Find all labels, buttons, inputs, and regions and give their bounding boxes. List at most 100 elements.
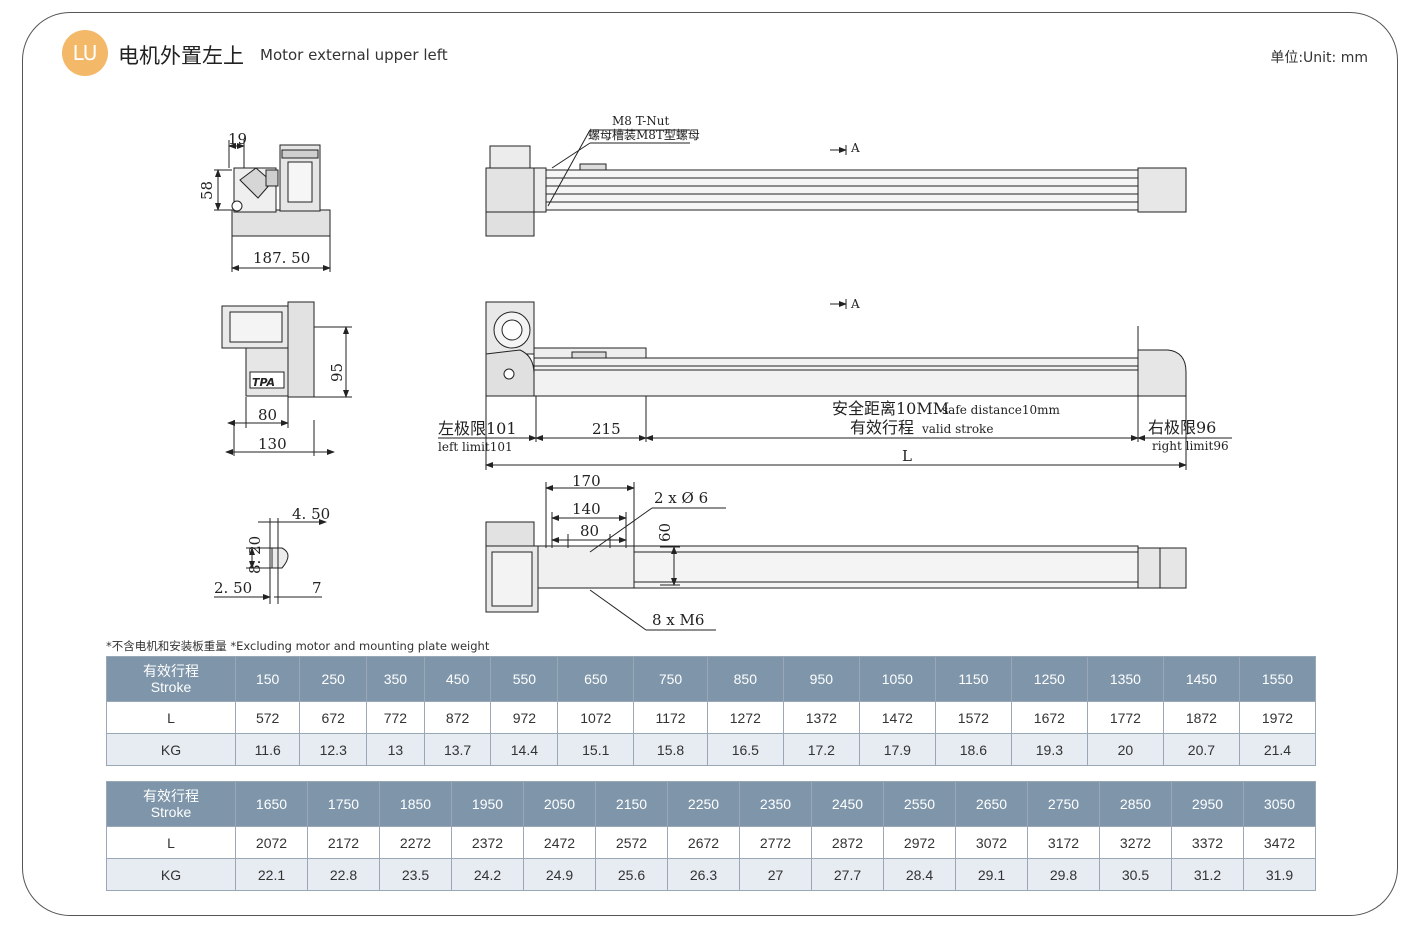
table-cell-stroke: 2550 (883, 781, 956, 827)
table-cell-l: 1972 (1238, 701, 1317, 734)
right-limit-cn: 右极限96 (1148, 418, 1216, 437)
table-cell-kg: 24.2 (451, 858, 524, 891)
table-cell-kg: 17.2 (782, 733, 860, 766)
stroke-cn: 有效行程 (850, 418, 914, 437)
m6-label: 8 x M6 (652, 611, 704, 629)
table-cell-l: 2172 (307, 826, 380, 859)
dim-8-20: 8. 20 (246, 536, 264, 574)
row-label-L: L (106, 701, 236, 734)
table-cell-kg: 30.5 (1099, 858, 1172, 891)
table-cell-stroke: 2150 (595, 781, 668, 827)
row-label-KG: KG (106, 733, 236, 766)
table-cell-stroke: 1150 (934, 656, 1012, 702)
table-cell-l: 872 (423, 701, 492, 734)
dim-80-top: 80 (580, 522, 599, 540)
end-view-top (214, 140, 331, 272)
unit-label: 单位:Unit: mm (1270, 50, 1368, 66)
dim-19: 19 (228, 130, 247, 148)
table-cell-stroke: 2650 (955, 781, 1028, 827)
section-a-middle: A (850, 297, 860, 311)
dim-130: 130 (258, 435, 287, 453)
tnut-en-label: M8 T-Nut (612, 114, 669, 128)
table-cell-l: 1372 (782, 701, 860, 734)
table-cell-stroke: 150 (234, 656, 301, 702)
table-cell-stroke: 2350 (739, 781, 812, 827)
table-cell-stroke: 2750 (1027, 781, 1100, 827)
table-cell-stroke: 2950 (1171, 781, 1244, 827)
right-limit-en: right limit96 (1152, 439, 1229, 453)
dim-2-50: 2. 50 (214, 579, 252, 597)
table-cell-l: 2772 (739, 826, 812, 859)
table-cell-stroke: 450 (423, 656, 492, 702)
lu-badge: LU (62, 30, 108, 76)
table-cell-stroke: 1450 (1162, 656, 1240, 702)
table-cell-kg: 25.6 (595, 858, 668, 891)
table-cell-l: 1572 (934, 701, 1012, 734)
table-cell-l: 2972 (883, 826, 956, 859)
table-cell-kg: 20 (1086, 733, 1164, 766)
table-cell-l: 1072 (557, 701, 635, 734)
table-cell-l: 3072 (955, 826, 1028, 859)
dim-80: 80 (258, 406, 277, 424)
table-cell-l: 2672 (667, 826, 740, 859)
table-cell-kg: 20.7 (1162, 733, 1240, 766)
tnut-cn-label: 螺母槽装M8T型螺母 (588, 128, 700, 142)
table-cell-l: 2072 (235, 826, 308, 859)
dim-187-50: 187. 50 (253, 249, 310, 267)
left-limit-en: left limit101 (438, 440, 513, 454)
table-cell-stroke: 1750 (307, 781, 380, 827)
dim-140: 140 (572, 500, 601, 518)
table-cell-kg: 31.2 (1171, 858, 1244, 891)
table-cell-kg: 21.4 (1238, 733, 1317, 766)
table-cell-stroke: 2250 (667, 781, 740, 827)
table-cell-stroke: 750 (633, 656, 708, 702)
row-label-KG: KG (106, 858, 236, 891)
row-label-stroke: 有效行程 Stroke (106, 781, 236, 827)
table-cell-stroke: 1050 (858, 656, 936, 702)
table-cell-kg: 15.8 (633, 733, 708, 766)
top-view-bottom (485, 482, 1187, 631)
table-cell-kg: 28.4 (883, 858, 956, 891)
table-cell-kg: 23.5 (379, 858, 452, 891)
technical-drawing: M8 T-Nut 螺母槽装M8T型螺母 A A 19 58 187. 50 95… (198, 114, 1232, 631)
table-cell-l: 672 (299, 701, 368, 734)
table-cell-kg: 22.1 (235, 858, 308, 891)
dim-215: 215 (592, 420, 621, 438)
table-cell-kg: 11.6 (234, 733, 301, 766)
weight-note: *不含电机和安装板重量 *Excluding motor and mountin… (106, 639, 490, 653)
table-cell-l: 572 (234, 701, 301, 734)
table-cell-kg: 29.8 (1027, 858, 1100, 891)
table-cell-l: 1172 (633, 701, 708, 734)
page-frame (22, 12, 1398, 916)
table-cell-stroke: 550 (490, 656, 559, 702)
table-cell-l: 1772 (1086, 701, 1164, 734)
table-cell-l: 3172 (1027, 826, 1100, 859)
table-cell-l: 772 (366, 701, 425, 734)
holes-label: 2 x Ø 6 (654, 489, 708, 507)
table-cell-stroke: 850 (706, 656, 784, 702)
left-limit-cn: 左极限101 (438, 419, 517, 438)
table-cell-kg: 26.3 (667, 858, 740, 891)
table-cell-l: 972 (490, 701, 559, 734)
side-view-middle (438, 299, 1232, 470)
dim-L: L (902, 447, 912, 465)
table-cell-kg: 22.8 (307, 858, 380, 891)
table-cell-kg: 19.3 (1010, 733, 1088, 766)
table-cell-kg: 29.1 (955, 858, 1028, 891)
dim-4-50: 4. 50 (292, 505, 330, 523)
table-cell-kg: 13.7 (423, 733, 492, 766)
dim-58: 58 (198, 181, 216, 200)
side-view-top (485, 129, 1187, 237)
table-cell-l: 1272 (706, 701, 784, 734)
table-cell-stroke: 2050 (523, 781, 596, 827)
section-a-top: A (850, 141, 860, 155)
table-cell-stroke: 1950 (451, 781, 524, 827)
table-cell-l: 2472 (523, 826, 596, 859)
table-cell-kg: 16.5 (706, 733, 784, 766)
table-cell-l: 1872 (1162, 701, 1240, 734)
